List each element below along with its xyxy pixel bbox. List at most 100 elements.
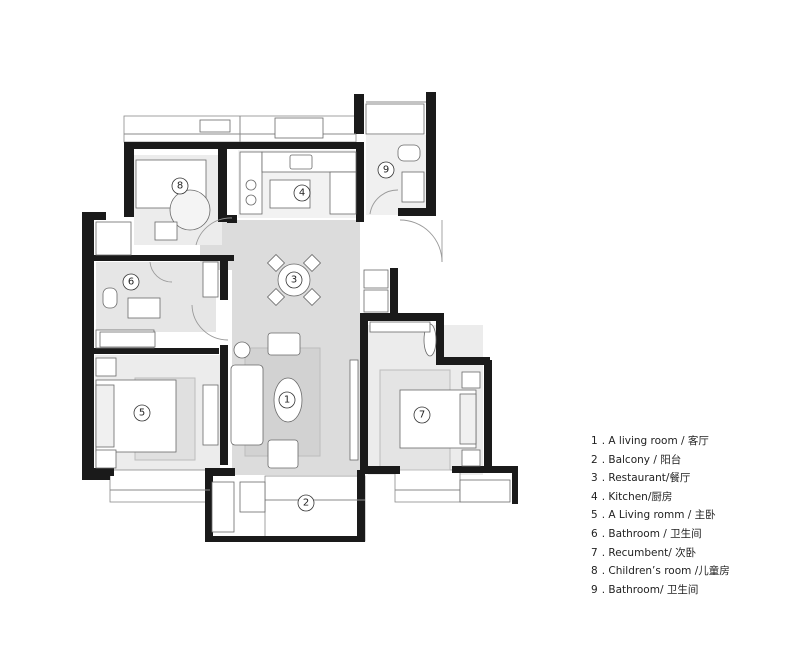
legend-label: Children’s room /儿童房 — [608, 565, 730, 578]
room-marker-3: 3 — [285, 271, 303, 289]
side-table — [233, 341, 251, 359]
right-bottom-unit — [459, 479, 511, 503]
door-entry — [399, 219, 443, 263]
legend-item: 9. Bathroom/ 卫生间 — [591, 583, 699, 596]
dining-chair-3 — [266, 287, 286, 307]
balcony-washer — [239, 481, 266, 513]
room-marker-4: 4 — [293, 184, 311, 202]
legend-number: 3 — [591, 472, 598, 485]
second-bed-pillows — [459, 393, 477, 445]
legend-number: 5 — [591, 509, 598, 522]
room-marker-1-label: 1 — [284, 395, 290, 406]
bath9-toilet — [397, 144, 421, 162]
stove-burner-1 — [245, 179, 257, 191]
wall-bottom-mid — [205, 468, 235, 476]
legend-label: Kitchen/厨房 — [608, 490, 673, 503]
room-marker-7-label: 7 — [419, 410, 425, 421]
door-bath9 — [369, 189, 399, 215]
room-marker-1: 1 — [278, 391, 296, 409]
wall-children-top — [124, 142, 222, 149]
room-marker-7: 7 — [413, 406, 431, 424]
tv-cabinet — [349, 359, 359, 461]
master-nightstand-2 — [95, 449, 117, 469]
bath6-bench — [99, 331, 156, 348]
legend-item: 6. Bathroom / 卫生间 — [591, 527, 702, 540]
wall-second-top2 — [436, 357, 490, 365]
stove-burner-2 — [245, 194, 257, 206]
balcony-storage — [211, 481, 235, 533]
legend-number: 9 — [591, 583, 598, 596]
room-legend: 1. A living room / 客厅 2. Balcony / 阳台 3.… — [591, 432, 730, 599]
bottom-right-ledge — [394, 469, 461, 503]
walls — [82, 92, 518, 542]
wall-second-right — [484, 360, 492, 472]
wall-second-top — [360, 313, 440, 321]
entry-cabinet-1 — [363, 269, 389, 289]
room-marker-9: 9 — [377, 161, 395, 179]
legend-number: 8 — [591, 565, 598, 578]
armchair — [267, 439, 299, 469]
wall-bottom-left-post — [205, 475, 213, 540]
wall-balcony-right-post — [357, 470, 365, 542]
legend-label: Bathroom/ 卫生间 — [608, 583, 699, 596]
room-marker-3-label: 3 — [291, 275, 297, 286]
sofa — [230, 364, 264, 446]
legend-number: 1 — [591, 435, 598, 447]
wall-second-jog — [436, 313, 444, 363]
bottom-balcony — [264, 475, 366, 542]
bath6-shower — [95, 221, 132, 256]
wall-entry-right — [390, 268, 398, 318]
door-master — [191, 304, 229, 341]
bath9-vanity — [401, 171, 425, 203]
legend-item: 5. A Living romm / 主卧 — [591, 509, 716, 522]
children-desk — [154, 221, 178, 241]
bath6-vanity — [127, 297, 161, 319]
legend-label: Bathroom / 卫生间 — [608, 527, 702, 540]
master-nightstand-1 — [95, 357, 117, 377]
master-desk — [202, 384, 219, 446]
wall-bath9-top — [354, 94, 364, 134]
wall-kitchen-right — [356, 142, 364, 222]
wall-second-bottom — [360, 466, 400, 474]
kitchen-counter-right — [329, 171, 357, 215]
children-rug — [169, 189, 211, 231]
bottom-left-ledge — [109, 469, 211, 503]
kitchen-sink — [289, 154, 313, 170]
wall-kitchen-top — [222, 142, 362, 149]
ottoman — [267, 332, 301, 356]
room-marker-8: 8 — [171, 177, 189, 195]
wall-left-outer — [82, 212, 94, 480]
master-bed-pillows — [95, 384, 115, 448]
doors — [149, 189, 443, 341]
bath6-cabinet — [202, 261, 219, 298]
legend-label: Restaurant/餐厅 — [608, 472, 691, 485]
legend-number: 7 — [591, 546, 598, 559]
legend-item: 1. A living room / 客厅 — [591, 435, 709, 447]
wall-left-cap — [94, 212, 106, 220]
wall-bottom-left-corner — [82, 472, 110, 480]
dining-chair-2 — [302, 253, 322, 273]
room-markers: 1 2 3 4 5 6 7 8 — [122, 161, 431, 512]
room-marker-2-label: 2 — [303, 498, 309, 509]
dining-chair-4 — [302, 287, 322, 307]
furniture — [95, 103, 511, 533]
entry-cabinet-2 — [363, 289, 389, 313]
wall-master-top — [94, 348, 219, 354]
wall-children-left — [124, 142, 134, 217]
room-marker-5: 5 — [133, 404, 151, 422]
legend-item: 2. Balcony / 阳台 — [591, 453, 682, 466]
legend-number: 4 — [591, 490, 598, 503]
room-marker-6: 6 — [122, 273, 140, 291]
room-marker-6-label: 6 — [128, 277, 134, 288]
wall-bath6-top — [94, 255, 234, 261]
legend-label: A living room / 客厅 — [608, 435, 709, 447]
second-wardrobe — [369, 321, 431, 333]
bath6-toilet — [102, 287, 118, 309]
legend-item: 7. Recumbent/ 次卧 — [591, 546, 697, 559]
wall-master-right — [220, 345, 228, 465]
wall-bath6-right — [220, 255, 228, 300]
wall-right-bottom-cap — [512, 466, 518, 504]
legend-number: 6 — [591, 527, 598, 540]
legend-label: A Living romm / 主卧 — [608, 509, 716, 522]
